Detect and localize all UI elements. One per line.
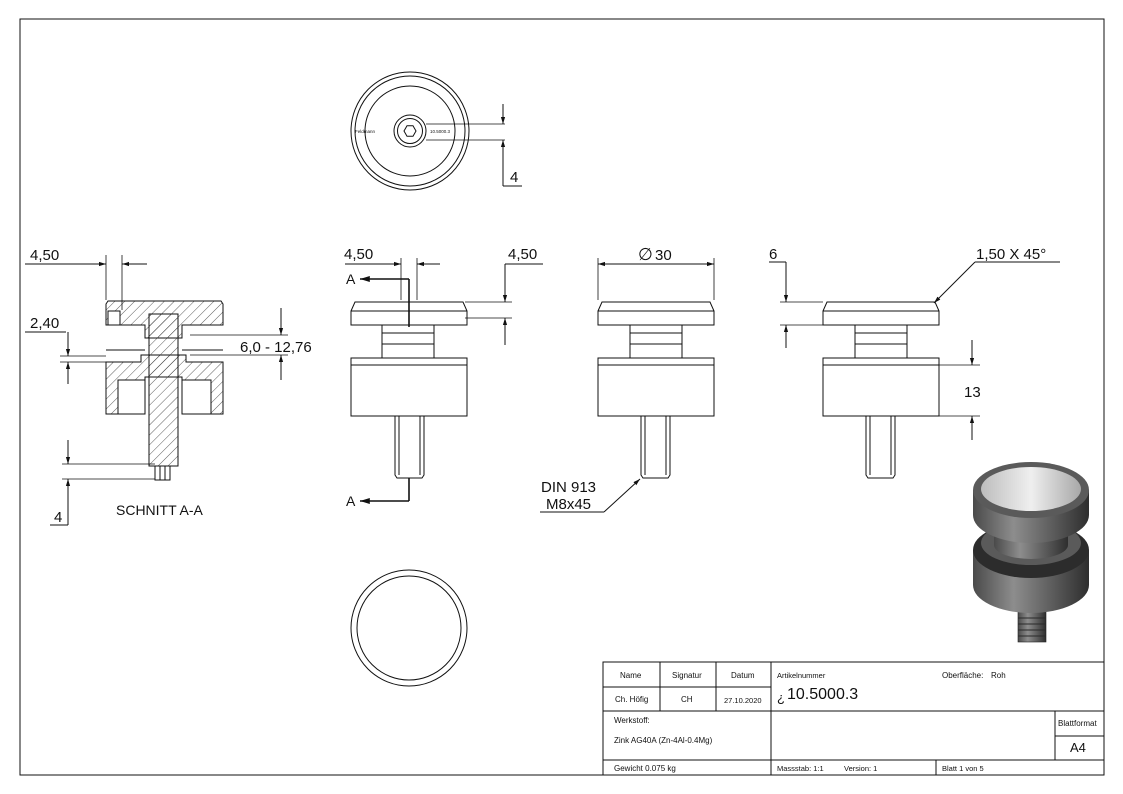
blatt: Blatt 1 von 5 xyxy=(942,764,984,773)
dim-4-50-front-right: 4,50 xyxy=(508,246,537,263)
gewicht: Gewicht 0.075 kg xyxy=(614,764,676,773)
section-marker-a-top: A xyxy=(346,271,356,287)
section-view xyxy=(25,255,288,526)
sheet-border xyxy=(19,18,1105,776)
signatur-value: CH xyxy=(681,695,693,704)
datum-value: 27.10.2020 xyxy=(724,696,762,705)
dim-4-50-section: 4,50 xyxy=(30,247,59,264)
note-m8x45: M8x45 xyxy=(546,496,591,513)
dim-4-top: 4 xyxy=(510,169,518,186)
dim-4-50-front-left: 4,50 xyxy=(344,246,373,263)
header-datum: Datum xyxy=(731,671,755,680)
side-view xyxy=(540,258,715,513)
header-name: Name xyxy=(620,671,642,680)
note-din-913: DIN 913 xyxy=(541,479,596,496)
dim-13: 13 xyxy=(964,384,981,401)
dim-6: 6 xyxy=(769,246,777,263)
dim-2-40: 2,40 xyxy=(30,315,59,332)
dim-4-section: 4 xyxy=(54,509,62,526)
diameter-symbol: ∅ xyxy=(638,245,653,264)
werkstoff-value: Zink AG40A (Zn-4Al-0.4Mg) xyxy=(614,736,713,745)
name-value: Ch. Höfig xyxy=(615,695,649,704)
right-view xyxy=(769,261,1060,479)
top-view xyxy=(350,71,522,191)
artikelnummer-value: 10.5000.3 xyxy=(787,686,859,703)
werkstoff-label: Werkstoff: xyxy=(614,716,650,725)
artikelnummer-label: Artikelnummer xyxy=(777,671,826,680)
oberflaeche-label: Oberfläche: xyxy=(942,671,984,680)
blattformat-label: Blattformat xyxy=(1058,719,1097,728)
section-marker-a-bottom: A xyxy=(346,493,356,509)
massstab: Massstab: 1:1 xyxy=(777,764,824,773)
oberflaeche-value: Roh xyxy=(991,671,1006,680)
blattformat-value: A4 xyxy=(1070,740,1086,755)
engraving-right: 10.5000.3 xyxy=(430,129,451,134)
dim-6-12-76: 6,0 - 12,76 xyxy=(240,339,312,356)
dim-chamfer: 1,50 X 45° xyxy=(976,246,1046,263)
bottom-view xyxy=(350,569,468,687)
dim-dia-30: 30 xyxy=(655,247,672,264)
artikelnummer-prefix: ¿ xyxy=(777,690,785,705)
header-signatur: Signatur xyxy=(672,671,702,680)
front-view xyxy=(345,258,543,504)
section-title: SCHNITT A-A xyxy=(116,502,204,518)
version: Version: 1 xyxy=(844,764,878,773)
isometric-render xyxy=(973,462,1089,643)
engraving-left: Feldmann xyxy=(355,129,376,134)
title-block-frame xyxy=(602,661,1105,776)
